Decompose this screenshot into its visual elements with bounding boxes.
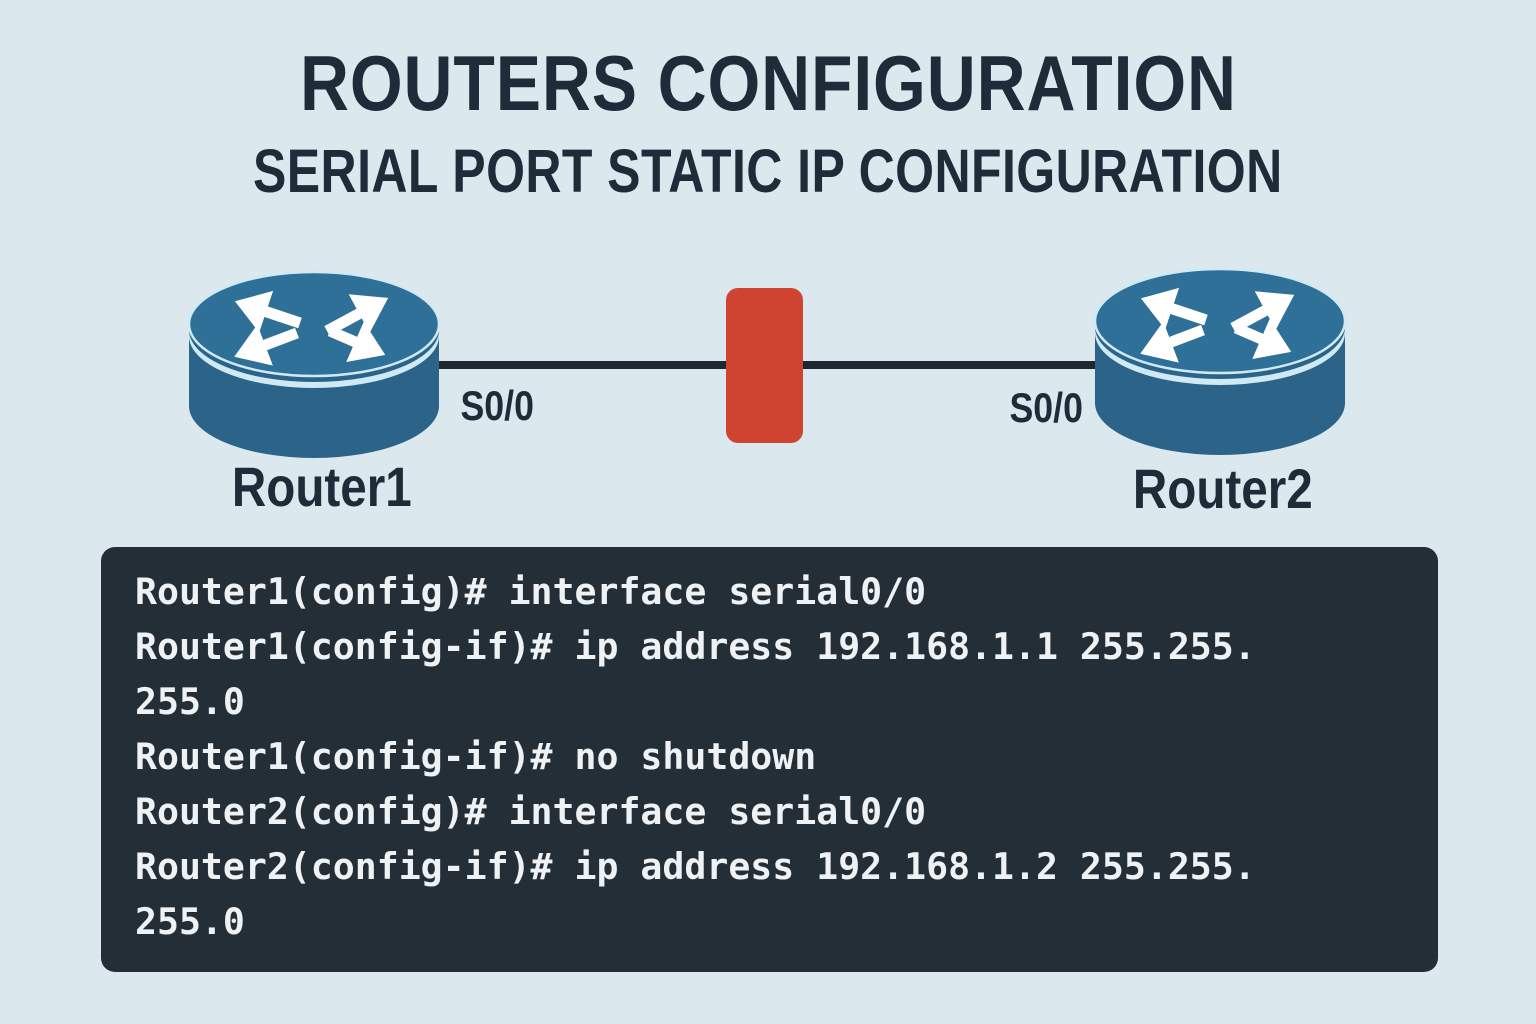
interface-label-text: S0/0 [460,382,534,429]
crossed-arrows-icon [1140,287,1295,363]
serial-link-marker [726,288,803,443]
terminal-line: 255.0 [135,680,245,723]
router1-name-label: Router1 [212,459,432,515]
router-name-text: Router1 [232,455,412,518]
crossed-arrows-icon [234,290,389,366]
terminal-line: 255.0 [135,900,245,943]
router2-name-label: Router2 [1113,461,1333,517]
router-icon [187,270,441,458]
page-subtitle-text: SERIAL PORT STATIC IP CONFIGURATION [253,137,1283,205]
terminal-line: Router1(config)# interface serial0/0 [135,570,927,613]
terminal-line: Router1(config-if)# no shutdown [135,735,817,778]
router-top-face [1093,267,1347,375]
router-cylinder-body [1095,327,1345,455]
page-title-text: ROUTERS CONFIGURATION [299,39,1237,127]
terminal-line: Router2(config-if)# ip address 192.168.1… [135,845,1256,888]
router-cylinder-body [189,330,439,458]
router-name-text: Router2 [1133,457,1313,520]
router-top-face [187,270,441,378]
terminal-panel: Router1(config)# interface serial0/0 Rou… [101,547,1438,972]
terminal-line: Router1(config-if)# ip address 192.168.1… [135,625,1256,668]
terminal-line: Router2(config)# interface serial0/0 [135,790,927,833]
router-icon [1093,267,1347,455]
page-title: ROUTERS CONFIGURATION [0,44,1536,122]
interface-label-text: S0/0 [1009,384,1083,431]
page-subtitle: SERIAL PORT STATIC IP CONFIGURATION [0,141,1536,202]
router1-interface-label: S0/0 [437,385,557,427]
router2-interface-label: S0/0 [986,387,1106,429]
